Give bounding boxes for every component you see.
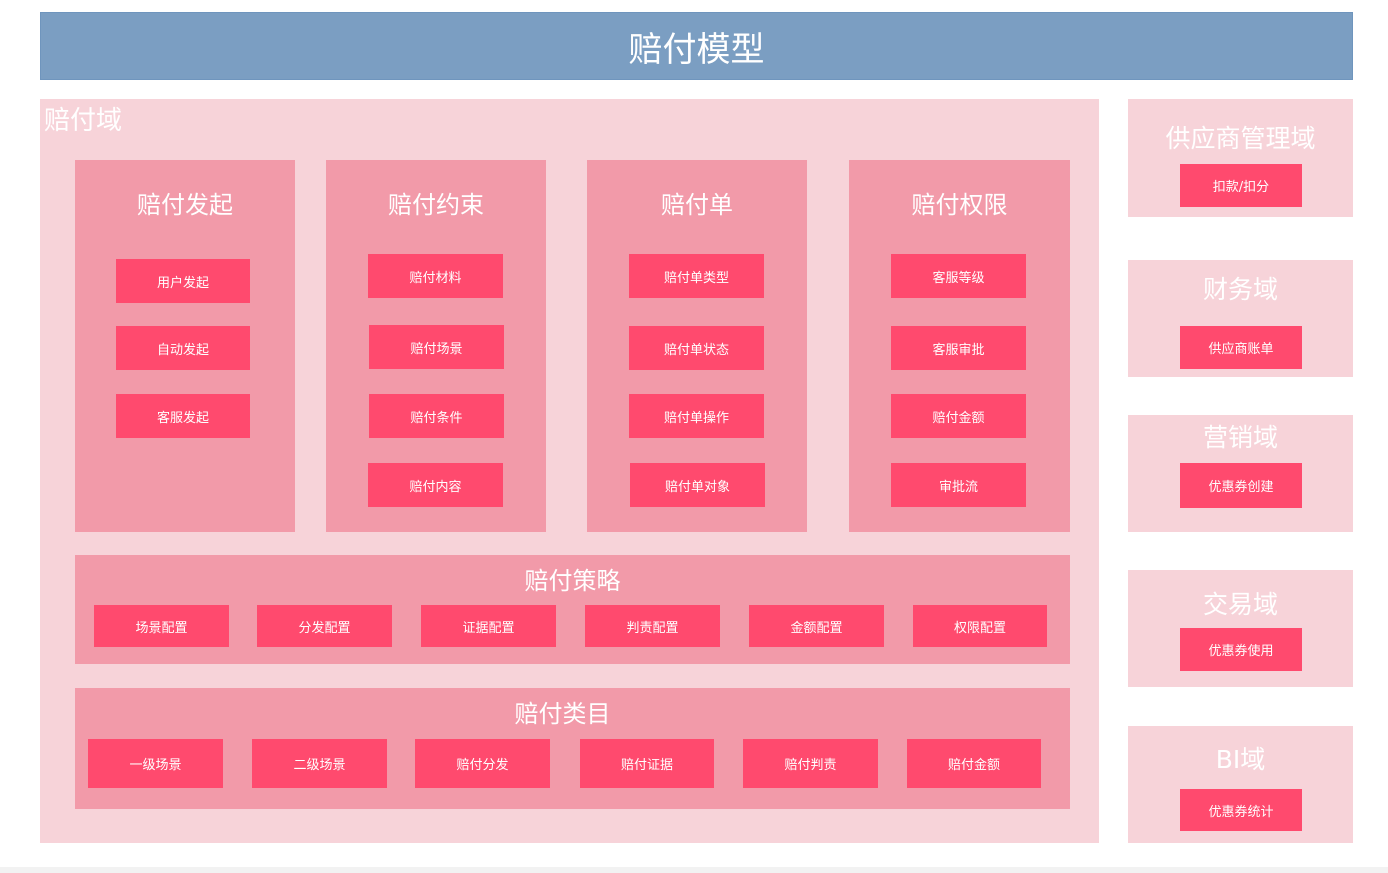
category-title: 赔付类目	[514, 700, 611, 728]
side-item-coupon-use: 优惠券使用	[1180, 628, 1302, 671]
side-domain-trade-title: 交易域	[1202, 590, 1278, 619]
item-service-level: 客服等级	[891, 254, 1026, 298]
item-materials: 赔付材料	[368, 254, 503, 298]
side-item-coupon-create: 优惠券创建	[1180, 463, 1302, 508]
item-user-initiation: 用户发起	[116, 259, 250, 303]
item-order-object: 赔付单对象	[630, 463, 765, 507]
side-domain-bi-title: BI域	[1215, 745, 1266, 774]
item-auto-initiation: 自动发起	[116, 326, 250, 370]
module-order-title: 赔付单	[661, 191, 733, 219]
strategy-item-permission: 权限配置	[913, 605, 1047, 647]
diagram-title-bar: 赔付模型	[40, 12, 1353, 80]
strategy-item-liability: 判责配置	[585, 605, 720, 647]
strategy-item-evidence: 证据配置	[421, 605, 556, 647]
category-item-level2: 二级场景	[252, 739, 387, 788]
item-amount: 赔付金额	[891, 394, 1026, 438]
item-scenario: 赔付场景	[369, 325, 504, 369]
side-item-supplier-bill: 供应商账单	[1180, 326, 1302, 369]
module-constraint-title: 赔付约束	[388, 191, 484, 219]
category-item-liability: 赔付判责	[743, 739, 878, 788]
bottom-scroll-strip	[0, 867, 1388, 873]
side-domain-marketing-title: 营销域	[1202, 423, 1278, 452]
module-permission-title: 赔付权限	[911, 191, 1008, 219]
strategy-item-amount: 金额配置	[749, 605, 884, 647]
item-service-approval: 客服审批	[891, 326, 1026, 370]
item-content: 赔付内容	[368, 463, 503, 507]
item-service-initiation: 客服发起	[116, 394, 250, 438]
diagram-title: 赔付模型	[628, 29, 765, 70]
side-item-coupon-stats: 优惠券统计	[1180, 789, 1302, 831]
category-item-dispatch: 赔付分发	[415, 739, 550, 788]
strategy-title: 赔付策略	[524, 567, 621, 595]
module-initiation: 赔付发起	[75, 160, 295, 532]
item-conditions: 赔付条件	[369, 394, 504, 438]
item-approval-flow: 审批流	[891, 463, 1026, 507]
item-order-status: 赔付单状态	[629, 326, 764, 370]
category-item-evidence: 赔付证据	[580, 739, 714, 788]
strategy-item-dispatch: 分发配置	[257, 605, 392, 647]
category-item-amount: 赔付金额	[907, 739, 1041, 788]
category-section: 赔付类目	[75, 688, 1070, 809]
item-order-operation: 赔付单操作	[629, 394, 764, 438]
strategy-section: 赔付策略	[75, 555, 1070, 664]
strategy-item-scenario: 场景配置	[94, 605, 229, 647]
module-initiation-title: 赔付发起	[137, 191, 233, 219]
side-domain-finance-title: 财务域	[1202, 275, 1278, 304]
side-item-deduction: 扣款/扣分	[1180, 164, 1302, 207]
main-domain-title: 赔付域	[44, 106, 123, 136]
category-item-level1: 一级场景	[88, 739, 223, 788]
item-order-type: 赔付单类型	[629, 254, 764, 298]
side-domain-supplier-title: 供应商管理域	[1165, 124, 1316, 153]
